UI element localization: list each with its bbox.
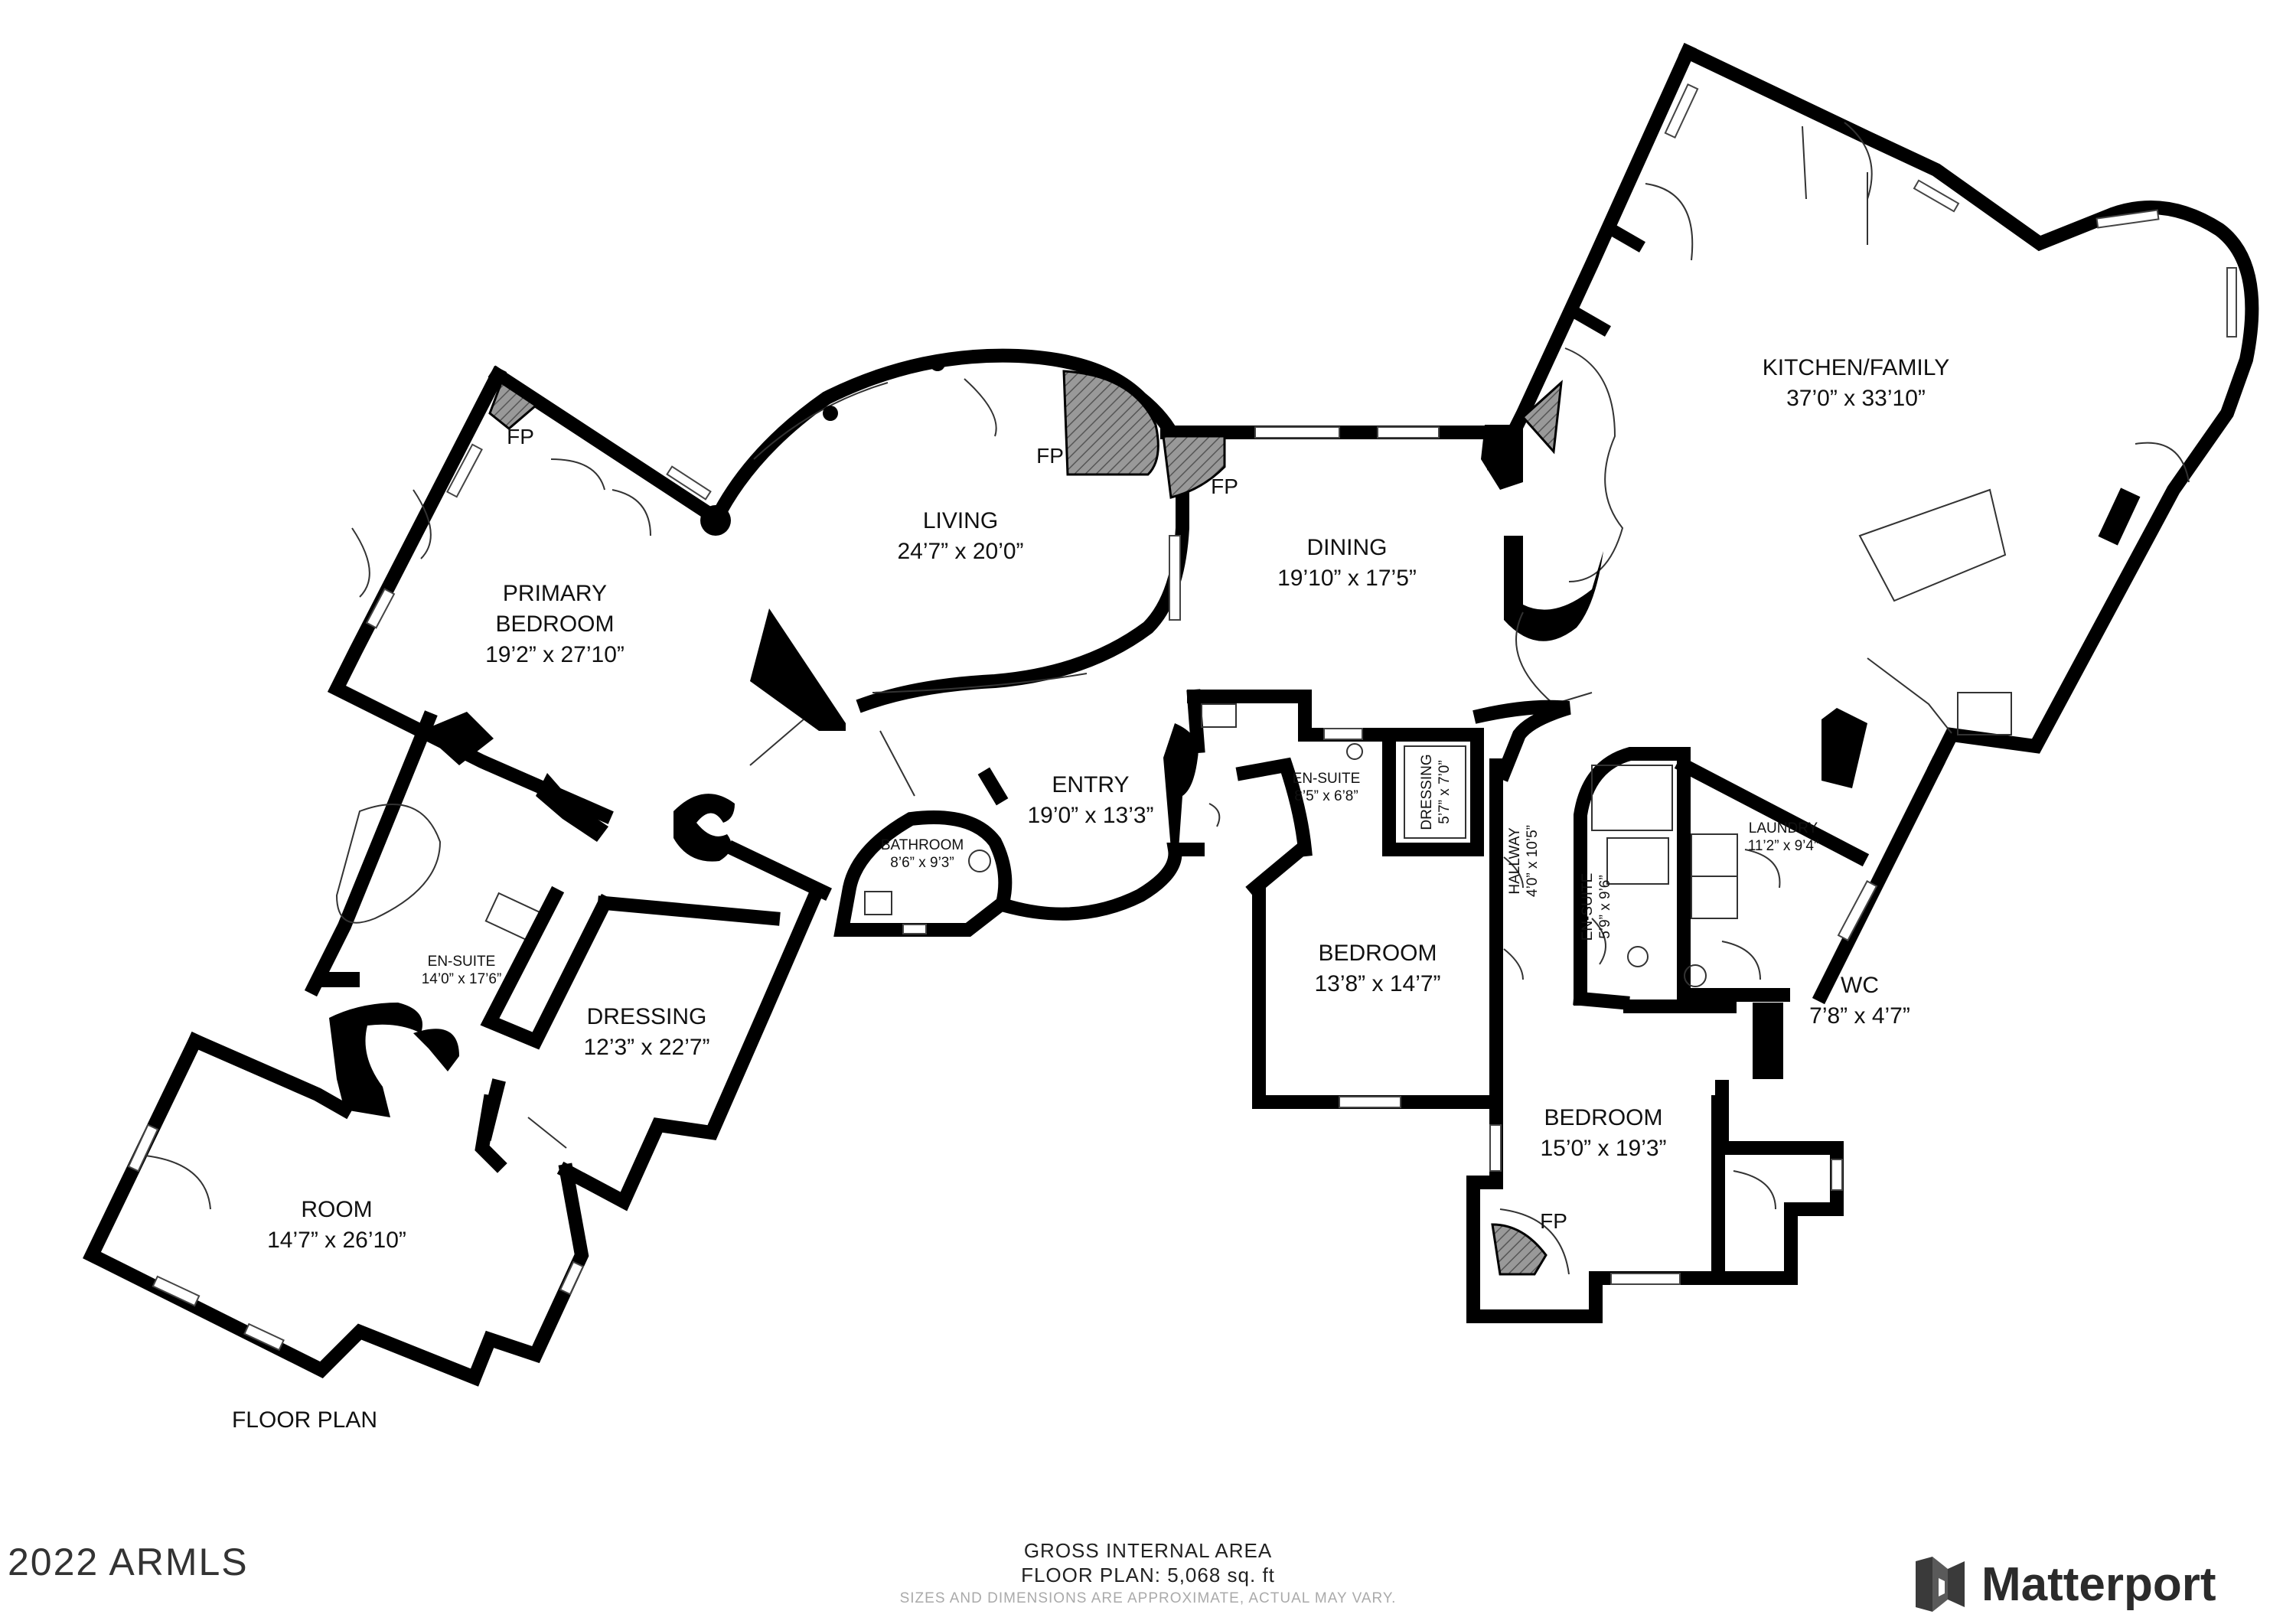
ensuite-vertical — [1573, 747, 1691, 1010]
bedroom-right-name: BEDROOM — [1544, 1105, 1662, 1130]
disclaimer-note: SIZES AND DIMENSIONS ARE APPROXIMATE, AC… — [899, 1590, 1397, 1606]
dressing-small — [1386, 728, 1484, 856]
entry-dims: 19’0” x 13’3” — [1027, 803, 1153, 828]
ensuite-small-name: EN-SUITE — [1293, 771, 1361, 787]
fireplace-labels: FP FP FP FP — [507, 425, 1567, 1233]
fireplace-label-bedroom: FP — [1540, 1209, 1567, 1233]
dressing-room — [478, 885, 824, 1211]
primary-name-line1: PRIMARY — [503, 581, 607, 606]
ensuite-vertical-dims: 5’9” x 9’6” — [1597, 875, 1613, 938]
matterport-logo-icon — [1916, 1557, 1965, 1612]
copyright-text: 2022 ARMLS — [8, 1541, 249, 1583]
bedroom-right — [1466, 1000, 1844, 1323]
laundry-dims: 11’2” x 9’4” — [1748, 838, 1819, 854]
room-name: ROOM — [301, 1197, 372, 1222]
living-room — [700, 348, 1226, 731]
living-name: LIVING — [923, 508, 998, 533]
primary-dims: 19’2” x 27’10” — [485, 642, 625, 667]
bedroom-center-dims: 13’8” x 14’7” — [1314, 971, 1440, 996]
fireplace-label-living: FP — [1036, 444, 1064, 468]
gross-area-title: GROSS INTERNAL AREA — [1023, 1539, 1273, 1562]
laundry-name: LAUNDRY — [1749, 820, 1818, 836]
bathroom — [833, 810, 1013, 937]
entry-name: ENTRY — [1052, 772, 1129, 797]
laundry-room — [1674, 708, 1946, 1005]
fireplace-label-dining: FP — [1211, 474, 1238, 498]
room-labels: KITCHEN/FAMILY 37’0” x 33’10” LIVING 24’… — [267, 355, 1949, 1253]
fireplace-label-primary: FP — [507, 425, 534, 448]
living-dims: 24’7” x 20’0” — [897, 539, 1023, 564]
wc-dims: 7’8” x 4’7” — [1809, 1003, 1910, 1029]
ensuite-primary — [304, 710, 549, 1173]
kitchen-name: KITCHEN/FAMILY — [1763, 355, 1949, 380]
brand-name: Matterport — [1981, 1557, 2216, 1611]
dressing-name: DRESSING — [587, 1004, 707, 1029]
dining-dims: 19’10” x 17’5” — [1277, 566, 1417, 591]
bathroom-dims: 8’6” x 9’3” — [890, 855, 954, 871]
ensuite-vertical-name: EN-SUITE — [1580, 873, 1596, 941]
room-dims: 14’7” x 26’10” — [267, 1228, 406, 1253]
bathroom-name: BATHROOM — [881, 837, 964, 853]
floor-plan-label: FLOOR PLAN — [232, 1407, 377, 1433]
kitchen-dims: 37’0” x 33’10” — [1786, 386, 1926, 411]
ensuite-small-dims: 8’5” x 6’8” — [1294, 788, 1358, 804]
wc-name: WC — [1841, 973, 1879, 998]
dining-name: DINING — [1307, 535, 1388, 560]
hallway-name: HALLWAY — [1507, 827, 1523, 895]
floor-plan-area: FLOOR PLAN: 5,068 sq. ft — [1021, 1564, 1275, 1586]
primary-bedroom — [327, 365, 729, 842]
brand-logo-block: Matterport — [1910, 1554, 2216, 1615]
dressing-small-dims: 5’7” x 7’0” — [1437, 760, 1453, 823]
entry-hall — [673, 719, 1221, 921]
ensuite-primary-name: EN-SUITE — [428, 954, 496, 970]
dining-room — [1160, 425, 1603, 706]
dressing-small-name: DRESSING — [1419, 754, 1435, 830]
bedroom-right-dims: 15’0” x 19’3” — [1540, 1136, 1666, 1161]
hallway-dims: 4’0” x 10’5” — [1525, 825, 1541, 897]
ensuite-primary-dims: 14’0” x 17’6” — [422, 971, 502, 987]
dressing-dims: 12’3” x 22’7” — [583, 1035, 709, 1060]
room — [83, 1031, 589, 1387]
wc — [1677, 934, 1790, 1079]
area-footer: GROSS INTERNAL AREA FLOOR PLAN: 5,068 sq… — [842, 1538, 1454, 1610]
hallway — [1473, 699, 1571, 1124]
bedroom-center — [1245, 840, 1503, 1109]
bedroom-center-name: BEDROOM — [1318, 941, 1437, 966]
kitchen-family-room — [1486, 43, 2259, 775]
primary-name-line2: BEDROOM — [495, 611, 614, 637]
